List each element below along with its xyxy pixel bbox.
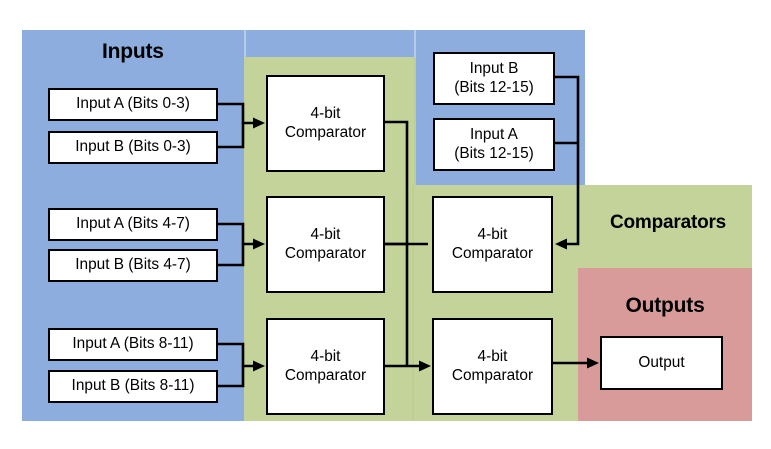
node-label-line: 4-bit <box>310 348 341 366</box>
panel-label-outputs: Outputs <box>625 293 705 317</box>
node-label-line: 4-bit <box>477 226 508 244</box>
node-in-a-0-3[interactable]: Input A (Bits 0-3) <box>48 88 218 121</box>
node-label-line: Input A (Bits 4-7) <box>76 215 190 233</box>
node-in-b-12-15[interactable]: Input B(Bits 12-15) <box>433 52 555 105</box>
node-label-in-b-0-3: Input B (Bits 0-3) <box>75 138 190 156</box>
node-label-line: 4-bit <box>310 105 341 123</box>
panel-divider-2 <box>414 57 416 185</box>
panel-label-comparators: Comparators <box>610 212 727 234</box>
node-label-line: Input B (Bits 8-11) <box>71 377 195 395</box>
node-label-line: Comparator <box>284 244 367 262</box>
node-label-line: Comparator <box>284 123 367 141</box>
node-label-in-a-0-3: Input A (Bits 0-3) <box>76 95 190 113</box>
panel-comparators-right <box>585 185 752 268</box>
node-label-line: Input B <box>469 60 519 78</box>
node-label-in-b-12-15: Input B(Bits 12-15) <box>454 60 534 96</box>
node-label-line: Comparator <box>451 366 534 384</box>
node-label-line: Input B (Bits 0-3) <box>75 138 191 156</box>
node-label-in-a-4-7: Input A (Bits 4-7) <box>76 215 190 233</box>
node-label-line: Comparator <box>451 244 534 262</box>
panel-divider-0 <box>244 30 246 57</box>
node-in-a-12-15[interactable]: Input A(Bits 12-15) <box>433 118 555 171</box>
panel-divider-3 <box>412 185 414 421</box>
node-label-line: Input A (Bits 0-3) <box>76 95 190 113</box>
panel-divider-1 <box>414 30 416 57</box>
node-label-in-a-12-15: Input A(Bits 12-15) <box>454 126 534 162</box>
node-label-line: Input B (Bits 4-7) <box>75 256 191 274</box>
node-label-line: 4-bit <box>310 226 341 244</box>
node-label-line: Input A <box>470 126 518 144</box>
node-label-in-b-8-11: Input B (Bits 8-11) <box>72 377 195 395</box>
node-label-line: 4-bit <box>477 348 508 366</box>
node-label-line: Output <box>638 353 685 371</box>
node-label-in-b-4-7: Input B (Bits 4-7) <box>75 256 190 274</box>
panel-label-inputs: Inputs <box>102 39 164 63</box>
node-out-1[interactable]: Output <box>600 336 723 390</box>
node-label-in-a-8-11: Input A (Bits 8-11) <box>72 335 193 353</box>
node-label-line: (Bits 12-15) <box>454 144 534 162</box>
node-label-line: Comparator <box>284 366 367 384</box>
node-label-line: Input A (Bits 8-11) <box>72 335 194 353</box>
node-label-line: (Bits 12-15) <box>454 78 534 96</box>
node-in-a-4-7[interactable]: Input A (Bits 4-7) <box>48 208 218 241</box>
node-in-a-8-11[interactable]: Input A (Bits 8-11) <box>48 328 218 361</box>
node-in-b-4-7[interactable]: Input B (Bits 4-7) <box>48 249 218 282</box>
node-in-b-8-11[interactable]: Input B (Bits 8-11) <box>48 370 218 403</box>
node-label-out-1: Output <box>638 354 684 372</box>
node-in-b-0-3[interactable]: Input B (Bits 0-3) <box>48 131 218 164</box>
